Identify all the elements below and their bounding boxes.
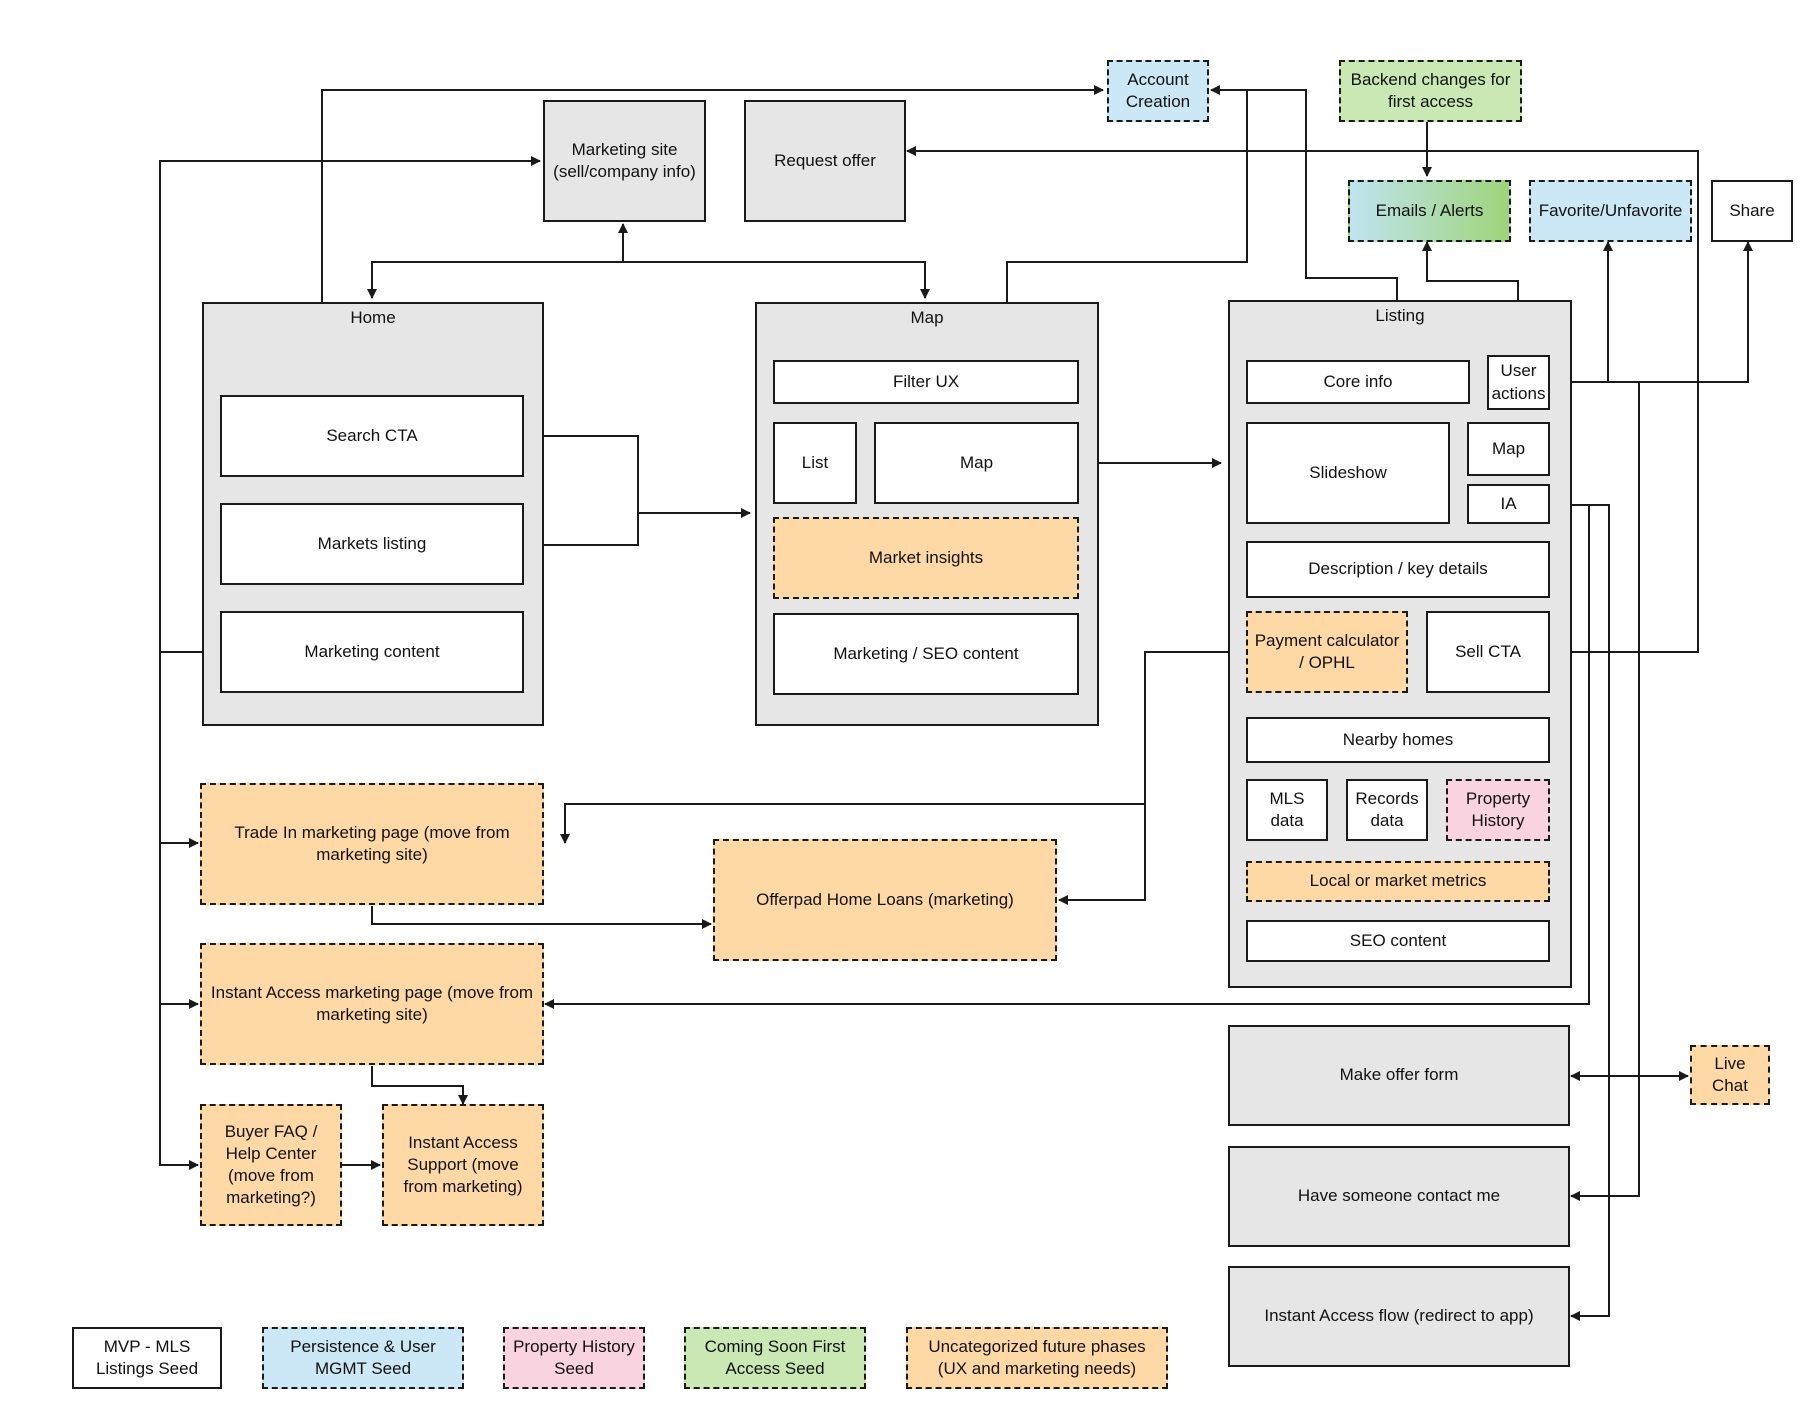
legend-coming-soon: Coming Soon First Access Seed xyxy=(684,1327,866,1389)
connector-user-to-contact xyxy=(1570,382,1640,1201)
map-view-box: Map xyxy=(874,422,1079,504)
emails-alerts-box: Emails / Alerts xyxy=(1348,180,1511,242)
connector-ia-to-ia-flow xyxy=(1570,504,1610,1321)
make-offer-form-box: Make offer form xyxy=(1228,1025,1570,1126)
request-offer-box: Request offer xyxy=(744,100,906,222)
sell-cta-box: Sell CTA xyxy=(1426,611,1550,693)
map-title: Map xyxy=(910,308,944,327)
description-box: Description / key details xyxy=(1246,541,1550,598)
search-cta-box: Search CTA xyxy=(220,395,524,477)
connector-map-to-account xyxy=(1006,85,1248,302)
legend-persistence: Persistence & User MGMT Seed xyxy=(262,1327,464,1389)
marketing-seo-box: Marketing / SEO content xyxy=(773,613,1079,695)
connector-payment-to-trade-in xyxy=(560,803,1145,844)
instant-access-page-box: Instant Access marketing page (move from… xyxy=(200,943,544,1065)
ia-box: IA xyxy=(1467,484,1550,524)
connector-user-to-favorite xyxy=(1548,241,1753,383)
local-metrics-box: Local or market metrics xyxy=(1246,861,1550,902)
property-history-box: Property History xyxy=(1446,779,1550,841)
legend-property-history: Property History Seed xyxy=(503,1327,645,1389)
legend-mvp: MVP - MLS Listings Seed xyxy=(72,1327,222,1389)
connector-ia-mkt-to-support xyxy=(371,1066,468,1105)
payment-calculator-box: Payment calculator / OPHL xyxy=(1246,611,1408,693)
account-creation-box: Account Creation xyxy=(1107,60,1209,122)
live-chat-box: Live Chat xyxy=(1690,1045,1770,1105)
market-insights-box: Market insights xyxy=(773,517,1079,599)
connector-search-to-map xyxy=(522,435,751,518)
connector-marketing-content-to-pages xyxy=(159,651,220,1170)
connector-markets-to-map xyxy=(522,513,639,546)
marketing-content-box: Marketing content xyxy=(220,611,524,693)
share-box: Share xyxy=(1711,180,1793,242)
connector-payment-to-loans xyxy=(1058,651,1246,905)
mls-data-box: MLS data xyxy=(1246,779,1328,841)
trade-in-page-box: Trade In marketing page (move from marke… xyxy=(200,783,544,905)
seo-content-box: SEO content xyxy=(1246,920,1550,962)
home-title: Home xyxy=(350,308,396,327)
listing-map-box: Map xyxy=(1467,422,1550,476)
markets-listing-box: Markets listing xyxy=(220,503,524,585)
listing-title: Listing xyxy=(1375,306,1425,325)
marketing-site-box: Marketing site (sell/company info) xyxy=(543,100,706,222)
filter-ux-box: Filter UX xyxy=(773,360,1079,404)
nearby-homes-box: Nearby homes xyxy=(1246,717,1550,763)
buyer-faq-box: Buyer FAQ / Help Center (move from marke… xyxy=(200,1104,342,1226)
records-data-box: Records data xyxy=(1346,779,1428,841)
contact-me-box: Have someone contact me xyxy=(1228,1146,1570,1247)
favorite-box: Favorite/Unfavorite xyxy=(1529,180,1692,242)
legend-future: Uncategorized future phases (UX and mark… xyxy=(906,1327,1168,1389)
connector-to-marketing-site xyxy=(159,156,541,652)
connector-trade-in-to-loans xyxy=(371,906,712,929)
user-actions-box: User actions xyxy=(1487,355,1550,410)
slideshow-box: Slideshow xyxy=(1246,422,1450,524)
connector-home-to-account xyxy=(321,85,1104,302)
connector-home-map-split xyxy=(367,261,930,299)
instant-access-support-box: Instant Access Support (move from market… xyxy=(382,1104,544,1226)
connector-sell-to-request-offer xyxy=(906,146,1699,653)
home-loans-box: Offerpad Home Loans (marketing) xyxy=(713,839,1057,961)
backend-changes-box: Backend changes for first access xyxy=(1339,60,1522,122)
core-info-box: Core info xyxy=(1246,360,1470,404)
connector-listing-to-account xyxy=(1247,89,1398,302)
list-box: List xyxy=(773,422,857,504)
instant-access-flow-box: Instant Access flow (redirect to app) xyxy=(1228,1266,1570,1367)
